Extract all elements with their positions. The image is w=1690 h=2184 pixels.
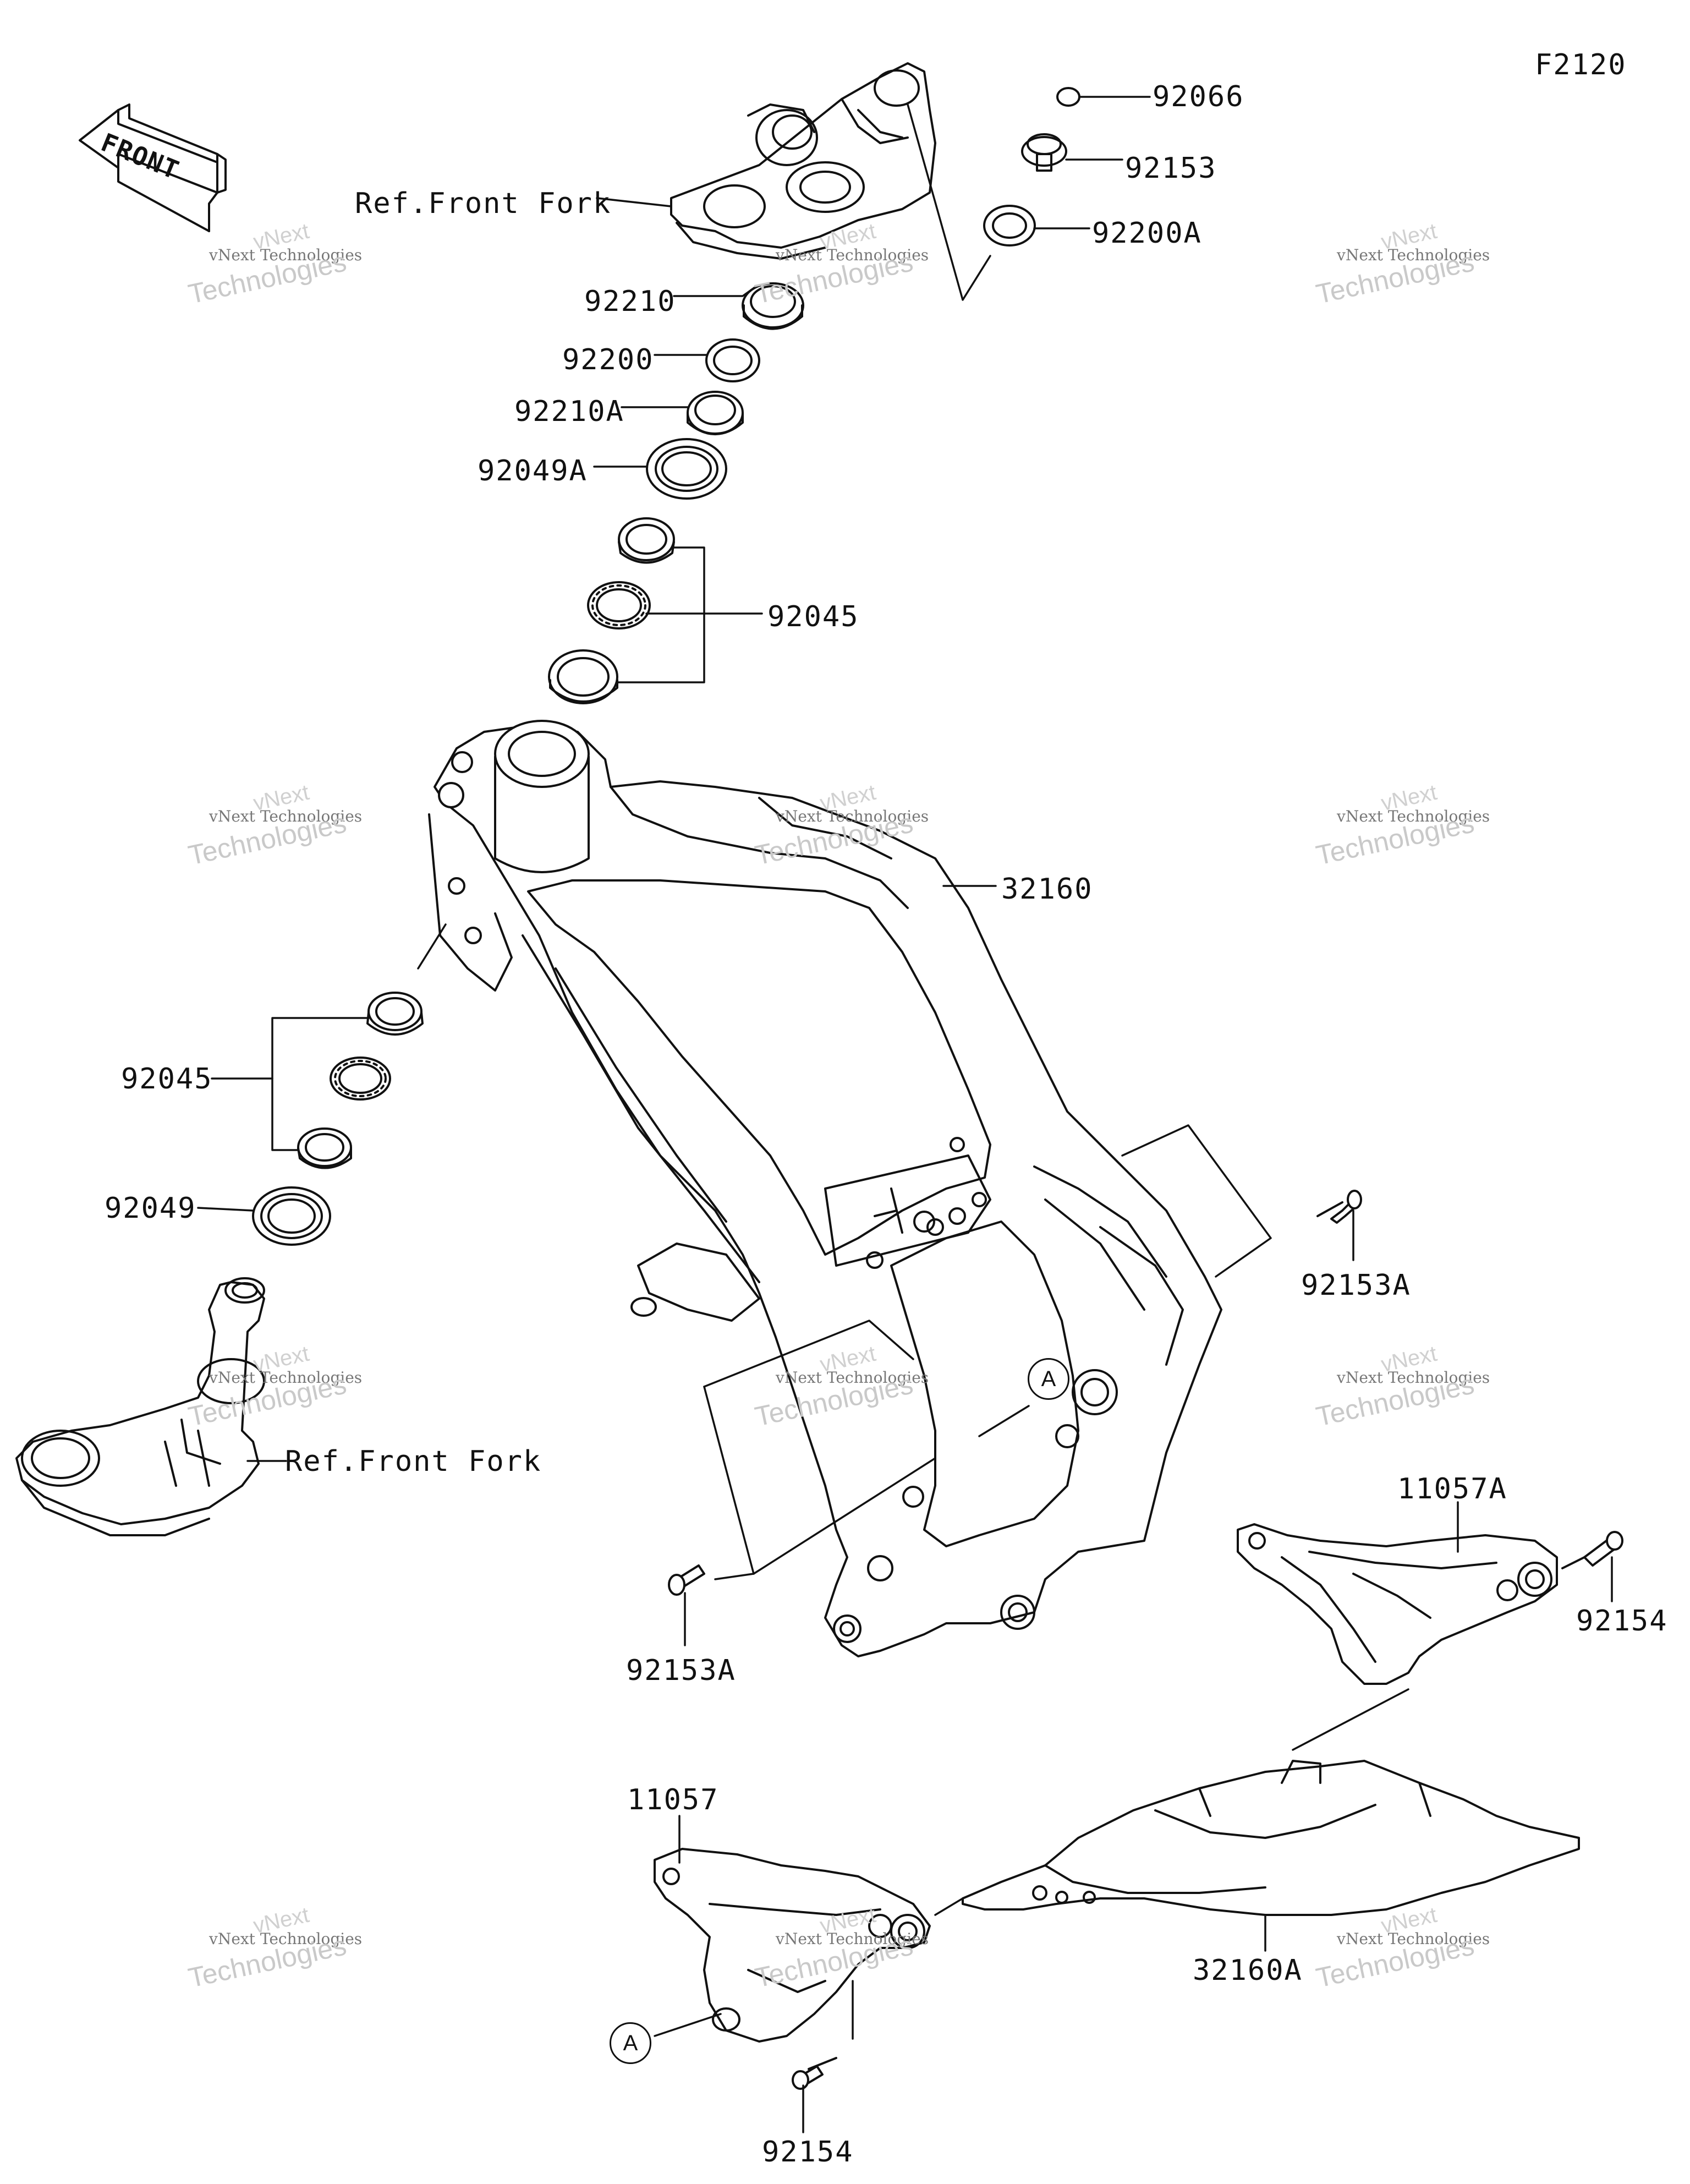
upper-triple-clamp <box>670 62 936 260</box>
watermark-9-line1: vNext Technologies <box>1337 1369 1490 1387</box>
figure-code: F2120 <box>1535 48 1627 81</box>
label-92200A: 92200A <box>1092 217 1202 250</box>
label-ref-front-fork-top: Ref.Front Fork <box>355 187 612 220</box>
bearing-set-lower-icon <box>297 992 424 1169</box>
label-92200: 92200 <box>562 343 654 376</box>
part-92200A-icon <box>983 205 1036 247</box>
label-92153A-bottom: 92153A <box>626 1654 736 1687</box>
watermark-2-line1: vNext Technologies <box>776 246 929 264</box>
label-32160: 32160 <box>1001 873 1093 906</box>
label-11057A: 11057A <box>1397 1473 1507 1506</box>
bolt-92153A-right-icon <box>1316 1190 1362 1224</box>
part-92153-icon <box>1021 133 1067 172</box>
engine-bracket-11057A <box>1237 1523 1558 1685</box>
lower-triple-clamp <box>15 1277 265 1536</box>
watermark-6-line1: vNext Technologies <box>1337 807 1490 825</box>
watermark-1-line1: vNext Technologies <box>209 246 363 264</box>
label-92153: 92153 <box>1125 152 1217 185</box>
label-92049: 92049 <box>105 1192 196 1225</box>
part-92210-icon <box>742 282 804 330</box>
watermark-10-line1: vNext Technologies <box>209 1930 363 1948</box>
main-frame <box>428 720 1222 1657</box>
engine-bracket-11057 <box>654 1848 931 2043</box>
label-92049A: 92049A <box>478 455 588 488</box>
watermark-7-line1: vNext Technologies <box>209 1369 363 1387</box>
label-92066: 92066 <box>1153 80 1244 113</box>
label-92153A-right: 92153A <box>1301 1269 1411 1302</box>
callout-a-top: A <box>1028 1358 1069 1400</box>
bearing-set-upper-icon <box>548 517 675 704</box>
label-ref-front-fork-bottom: Ref.Front Fork <box>285 1445 542 1478</box>
label-92210A: 92210A <box>514 395 624 428</box>
watermark-5-line1: vNext Technologies <box>776 807 929 825</box>
part-92210A-icon <box>687 391 744 435</box>
watermark-12-line1: vNext Technologies <box>1337 1930 1490 1948</box>
label-92045-left: 92045 <box>121 1063 213 1096</box>
part-92049A-icon <box>646 438 727 500</box>
part-92200-icon <box>705 338 760 382</box>
label-92210: 92210 <box>584 285 676 318</box>
front-arrow-icon <box>79 103 227 232</box>
leader-lines <box>197 96 1613 2133</box>
label-11057: 11057 <box>627 1783 719 1816</box>
label-92154-bottom: 92154 <box>762 2136 854 2169</box>
watermark-4-line1: vNext Technologies <box>209 807 363 825</box>
bolt-92153A-bottom-icon <box>668 1564 705 1596</box>
callout-a-bottom: A <box>610 2022 651 2064</box>
watermark-8-line1: vNext Technologies <box>776 1369 929 1387</box>
watermark-11-line1: vNext Technologies <box>776 1930 929 1948</box>
watermark-3-line1: vNext Technologies <box>1337 246 1490 264</box>
bolt-92154-bottom-icon <box>792 2057 837 2090</box>
label-92045-top: 92045 <box>767 600 859 633</box>
rear-member-32160A <box>962 1760 1580 1916</box>
part-92066-icon <box>1056 87 1080 107</box>
label-32160A: 32160A <box>1193 1954 1303 1987</box>
bolt-92154-right-icon <box>1561 1531 1623 1569</box>
label-92154-right: 92154 <box>1576 1605 1668 1638</box>
part-92049-icon <box>252 1186 331 1246</box>
